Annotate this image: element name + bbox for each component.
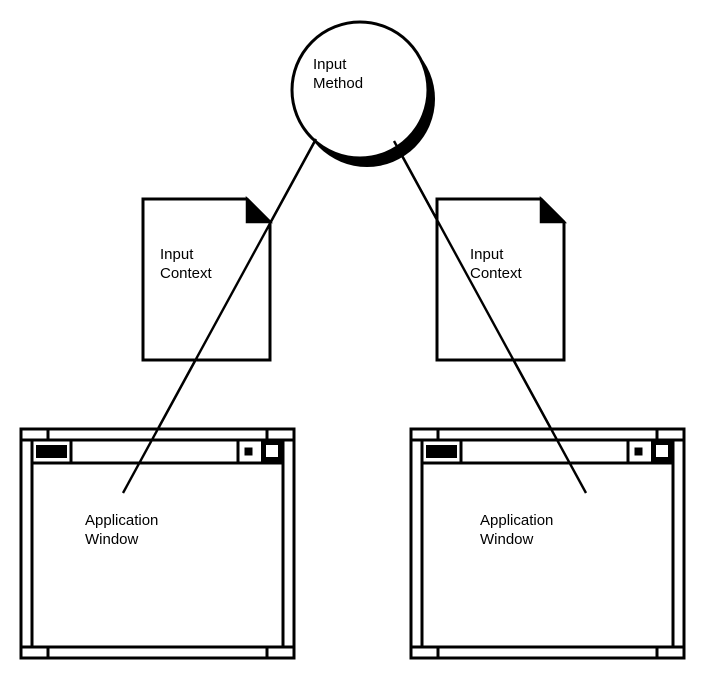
window-right-maximize-button[interactable] <box>654 443 670 459</box>
input-context-left-fold <box>245 195 274 224</box>
application-window-right-node[interactable] <box>409 427 686 660</box>
input-method-circle <box>290 20 430 160</box>
window-left-minimize-button[interactable] <box>36 445 67 458</box>
input-context-right-body <box>435 197 566 362</box>
window-right-resize-handles[interactable] <box>411 429 684 658</box>
window-right-menu-button[interactable] <box>634 447 643 456</box>
application-window-right-label-line1: Application <box>480 512 554 529</box>
input-method-label-line1: Input <box>313 56 347 73</box>
input-method-node[interactable] <box>290 20 435 167</box>
input-context-left-node[interactable] <box>141 195 274 362</box>
connector-line-left-overlay <box>121 138 318 494</box>
window-left-inner-frame <box>30 438 285 649</box>
input-context-left-body <box>141 197 272 362</box>
application-window-left-label-line2: Window <box>85 531 139 548</box>
input-context-right-fold <box>539 195 568 224</box>
input-context-right-label-line2: Context <box>470 265 522 282</box>
window-right-minimize-button[interactable] <box>426 445 457 458</box>
connector-line-right-overlay <box>392 140 588 494</box>
input-context-left-label-line2: Context <box>160 265 212 282</box>
application-window-left-label-line1: Application <box>85 512 159 529</box>
window-left-maximize-button[interactable] <box>264 443 280 459</box>
input-context-right-label-line1: Input <box>470 246 504 263</box>
window-left-resize-handles[interactable] <box>21 429 294 658</box>
application-window-left-node[interactable] <box>19 427 296 660</box>
application-window-right-label-line2: Window <box>480 531 534 548</box>
input-context-left-label-line1: Input <box>160 246 194 263</box>
window-right-inner-frame <box>420 438 675 649</box>
input-context-right-node[interactable] <box>435 195 568 362</box>
window-left-menu-button[interactable] <box>244 447 253 456</box>
connector-lines-overlay <box>121 138 588 494</box>
input-method-label-line2: Method <box>313 75 364 92</box>
